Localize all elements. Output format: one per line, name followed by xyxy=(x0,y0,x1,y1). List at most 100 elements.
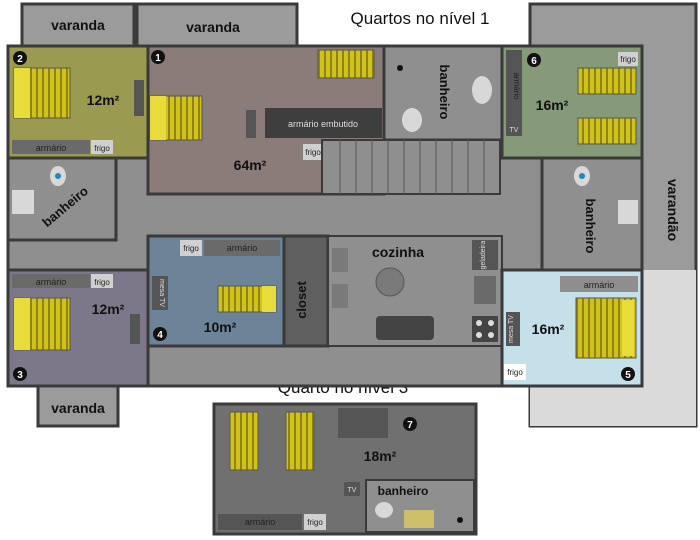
room-4-tv-table xyxy=(152,276,168,310)
bathroom-top-label: banheiro xyxy=(437,65,452,120)
room-6-tv xyxy=(506,122,522,136)
kitchen-fridge-label: geladeira xyxy=(480,240,487,269)
kitchen-label: cozinha xyxy=(372,244,424,260)
staircase xyxy=(321,139,501,195)
room-6-number: 6 xyxy=(531,56,537,67)
room-7-area: 18m² xyxy=(364,448,397,464)
room-7-tv xyxy=(344,482,360,496)
room-7-wardrobe xyxy=(218,514,302,530)
room-5-number: 5 xyxy=(625,370,631,381)
room-3-wardrobe-label: armário xyxy=(36,277,67,287)
room-7-number: 7 xyxy=(407,420,413,431)
closet xyxy=(282,234,330,348)
room-5-fridge-label: frigo xyxy=(507,368,523,377)
room-2-bed-pillows xyxy=(14,68,30,118)
room-6-badge xyxy=(527,53,541,67)
room-4-area: 10m² xyxy=(204,319,237,335)
veranda-top-left-label: varanda xyxy=(51,17,105,33)
room-1-fridge xyxy=(303,144,323,160)
room-5-fridge xyxy=(504,364,526,380)
room-1-number: 1 xyxy=(155,53,161,64)
room-7-desk xyxy=(338,408,388,438)
room-7-fridge xyxy=(304,514,326,530)
bathroom-level-3-label: banheiro xyxy=(378,484,429,498)
bathroom-right-toilet-bowl xyxy=(579,173,585,179)
room-1-badge xyxy=(151,50,165,64)
room-4-fridge-label: frigo xyxy=(183,244,199,253)
room-1-bed-pillows xyxy=(150,96,166,140)
room-6-wardrobe xyxy=(506,50,522,122)
kitchen-stove xyxy=(472,316,498,342)
room-4-tv-table-label: mesa TV xyxy=(158,279,165,307)
room-1-built-in-wardrobe-label: armário embutido xyxy=(288,119,358,129)
bathroom-left-sink xyxy=(12,190,34,214)
room-3-fridge xyxy=(91,274,113,288)
veranda-bottom-left-label: varanda xyxy=(51,400,105,416)
room-2-number: 2 xyxy=(17,54,23,65)
bathroom-left-toilet-bowl xyxy=(55,173,61,179)
room-1-built-in-wardrobe xyxy=(265,108,382,138)
room-5-tv-table xyxy=(506,312,520,346)
room-4-wardrobe xyxy=(204,240,280,256)
room-4-number: 4 xyxy=(157,330,163,341)
room-6-bed-top xyxy=(577,67,637,95)
veranda-top-right-label: varanda xyxy=(186,19,240,35)
room-4-wardrobe-label: armário xyxy=(227,243,258,253)
room-5-wardrobe xyxy=(560,276,638,292)
kitchen-counter-top xyxy=(332,248,348,272)
room-4-badge xyxy=(153,327,167,341)
bathroom-top-toilet xyxy=(402,108,422,132)
room-3-fridge-label: frigo xyxy=(94,278,110,287)
room-3-tv xyxy=(130,314,140,344)
room-6-fridge xyxy=(618,52,638,66)
room-5-tv-table-label: mesa TV xyxy=(508,315,515,343)
room-5-bed-pillows xyxy=(622,300,634,356)
bathroom-right-sink xyxy=(618,200,638,224)
room-6-area: 16m² xyxy=(536,97,569,113)
bathroom-top-drain-icon xyxy=(397,65,403,71)
room-4-fridge xyxy=(180,240,202,256)
room-1-fridge-label: frigo xyxy=(305,148,321,157)
room-6-tv-label: TV xyxy=(510,127,519,134)
room-1-tv xyxy=(246,110,256,138)
bathroom-right-label: banheiro xyxy=(583,199,598,254)
room-5-area: 16m² xyxy=(532,321,565,337)
room-3-badge xyxy=(13,367,27,381)
room-2-fridge-label: frigo xyxy=(94,144,110,153)
level-1-title: Quartos no nível 1 xyxy=(351,9,490,28)
bathroom-level-3-toilet xyxy=(375,502,393,518)
room-5-badge xyxy=(621,367,635,381)
kitchen-table xyxy=(375,267,405,297)
kitchen-fridge xyxy=(472,240,498,270)
veranda-bottom-left xyxy=(36,384,120,428)
room-2-wardrobe-label: armário xyxy=(36,143,67,153)
varandao-label: varandão xyxy=(665,179,681,241)
kitchen-stove-burners xyxy=(476,320,494,338)
bathroom-level-3-drain-icon xyxy=(457,517,463,523)
room-4-bed-pillow xyxy=(262,286,276,312)
room-7-bed-left xyxy=(229,411,259,471)
closet-label: closet xyxy=(294,281,309,319)
room-1-area: 64m² xyxy=(234,157,267,173)
bathroom-top-sink xyxy=(472,76,492,104)
kitchen-sofa xyxy=(376,316,434,340)
room-3-number: 3 xyxy=(17,370,23,381)
deck-area-bottom xyxy=(530,386,696,426)
room-2-fridge xyxy=(91,140,113,154)
room-5-wardrobe-label: armário xyxy=(584,280,615,290)
room-7-badge xyxy=(403,417,417,431)
room-7-wardrobe-label: armário xyxy=(245,517,276,527)
room-7-bed-right xyxy=(285,411,315,471)
staircase-steps xyxy=(339,140,485,194)
room-7-tv-label: TV xyxy=(348,487,357,494)
room-2-badge xyxy=(13,51,27,65)
room-2-wardrobe xyxy=(12,140,90,154)
kitchen-counter-bottom xyxy=(332,284,348,308)
room-7-fridge-label: frigo xyxy=(307,518,323,527)
room-6-bed-bottom xyxy=(577,117,637,145)
room-2-tv xyxy=(134,80,144,116)
room-6-fridge-label: frigo xyxy=(620,55,636,64)
room-3-wardrobe xyxy=(12,274,90,288)
room-2-area: 12m² xyxy=(87,92,120,108)
